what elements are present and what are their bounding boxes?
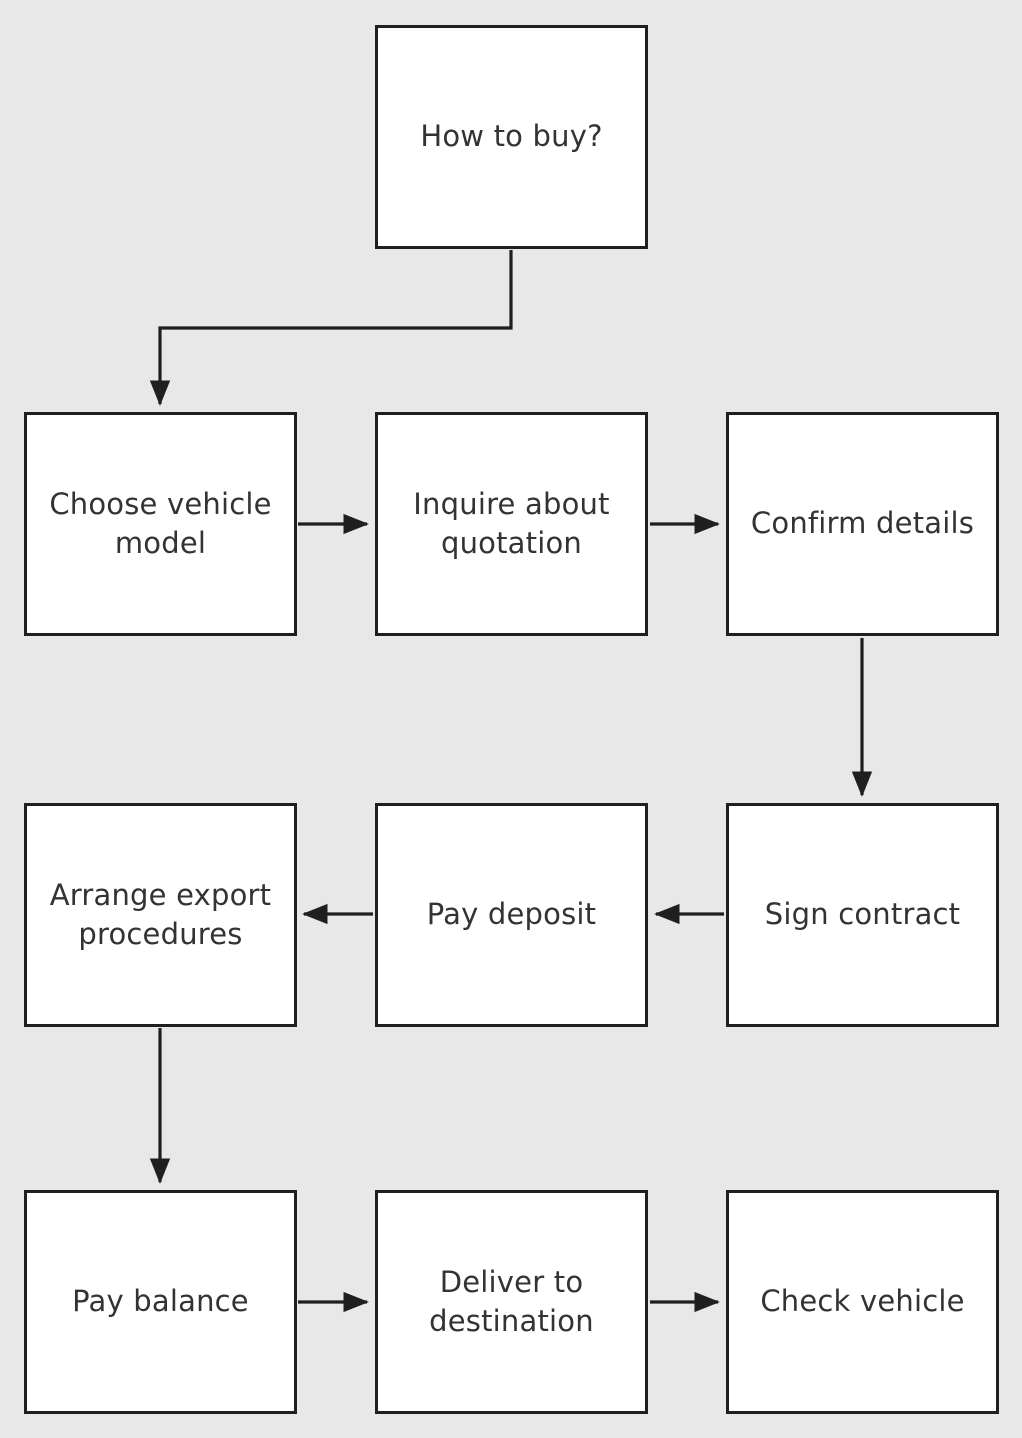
node-pay-deposit[interactable]: Pay deposit	[375, 803, 648, 1027]
node-sign-contract-label: Sign contract	[764, 897, 961, 932]
node-deliver-destination[interactable]: Deliver to destination	[375, 1190, 648, 1414]
node-how-to-buy[interactable]: How to buy?	[375, 25, 648, 249]
node-deliver-destination-label: Deliver to destination	[429, 1264, 594, 1338]
node-sign-contract[interactable]: Sign contract	[726, 803, 999, 1027]
node-arrange-export-label: Arrange export procedures	[49, 877, 272, 951]
node-inquire-quotation-label: Inquire about quotation	[413, 486, 610, 560]
node-pay-balance[interactable]: Pay balance	[24, 1190, 297, 1414]
node-how-to-buy-label: How to buy?	[420, 119, 603, 154]
node-check-vehicle-label: Check vehicle	[760, 1284, 965, 1319]
node-confirm-details-label: Confirm details	[750, 506, 975, 541]
node-choose-vehicle-label: Choose vehicle model	[49, 486, 272, 560]
node-choose-vehicle[interactable]: Choose vehicle model	[24, 412, 297, 636]
node-check-vehicle[interactable]: Check vehicle	[726, 1190, 999, 1414]
node-confirm-details[interactable]: Confirm details	[726, 412, 999, 636]
node-arrange-export[interactable]: Arrange export procedures	[24, 803, 297, 1027]
node-pay-balance-label: Pay balance	[72, 1284, 249, 1319]
node-inquire-quotation[interactable]: Inquire about quotation	[375, 412, 648, 636]
node-pay-deposit-label: Pay deposit	[426, 897, 597, 932]
edge-how-to-buy-to-choose-vehicle	[149, 250, 513, 406]
